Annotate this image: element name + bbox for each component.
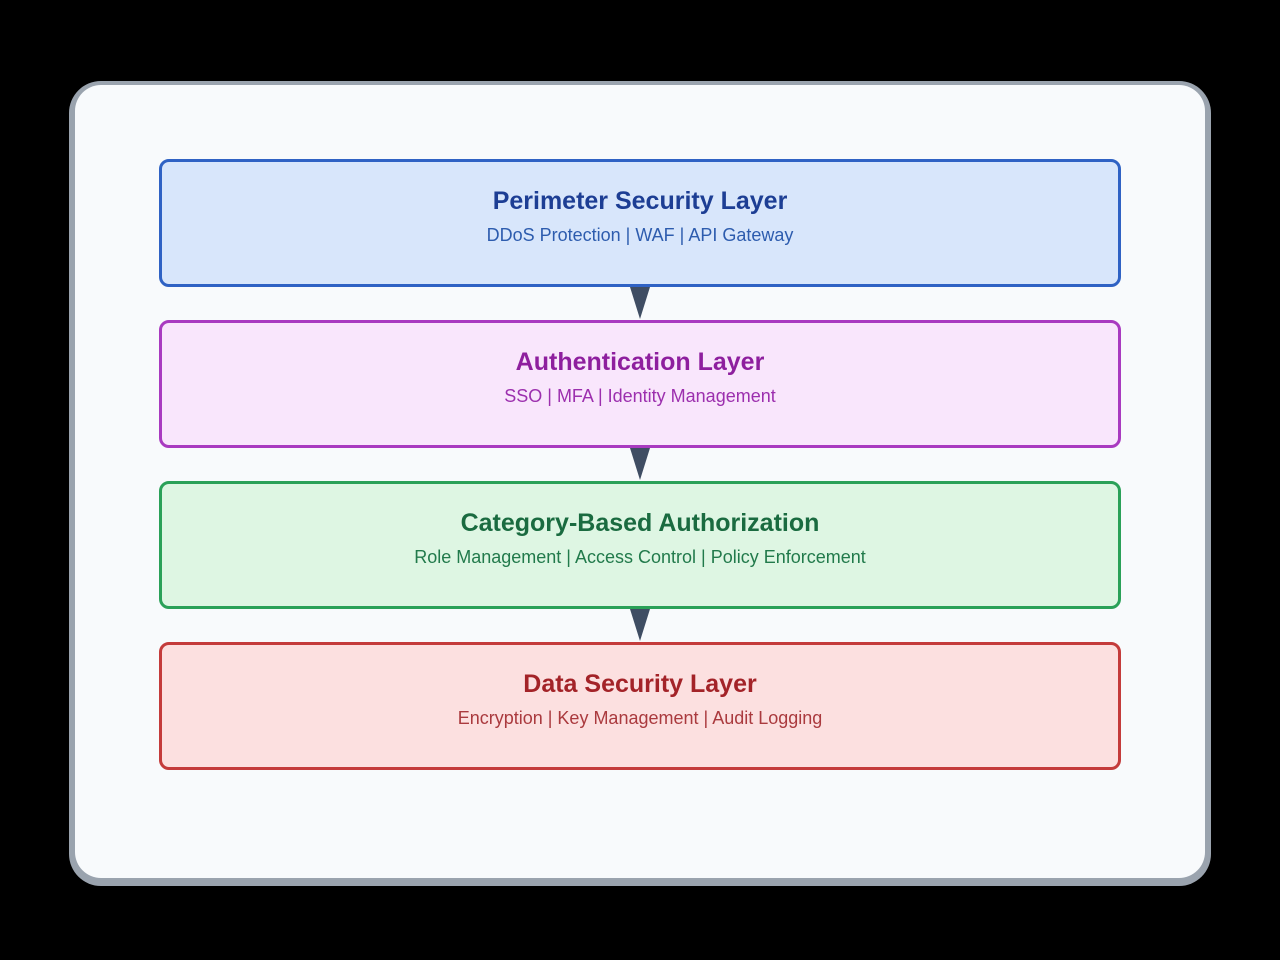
layer-title: Data Security Layer	[523, 669, 757, 698]
layer-subtitle: Encryption | Key Management | Audit Logg…	[457, 707, 823, 728]
arrow-down-icon	[630, 287, 650, 319]
layer-title: Authentication Layer	[515, 347, 765, 376]
connector-gap	[630, 609, 650, 642]
layer-data-security: Data Security Layer Encryption | Key Man…	[159, 642, 1121, 770]
layer-perimeter-security: Perimeter Security Layer DDoS Protection…	[159, 159, 1121, 287]
layer-subtitle: SSO | MFA | Identity Management	[504, 385, 776, 406]
layer-title: Category-Based Authorization	[460, 508, 820, 537]
connector-gap	[630, 287, 650, 320]
layer-title: Perimeter Security Layer	[492, 186, 788, 215]
layer-subtitle: DDoS Protection | WAF | API Gateway	[486, 224, 794, 245]
connector-gap	[630, 448, 650, 481]
layer-category-authorization: Category-Based Authorization Role Manage…	[159, 481, 1121, 609]
arrow-down-icon	[630, 609, 650, 641]
arrow-down-icon	[630, 448, 650, 480]
security-layers-flowchart: Perimeter Security Layer DDoS Protection…	[75, 85, 1205, 770]
diagram-card: Perimeter Security Layer DDoS Protection…	[75, 85, 1205, 878]
layer-authentication: Authentication Layer SSO | MFA | Identit…	[159, 320, 1121, 448]
layer-subtitle: Role Management | Access Control | Polic…	[414, 546, 866, 567]
